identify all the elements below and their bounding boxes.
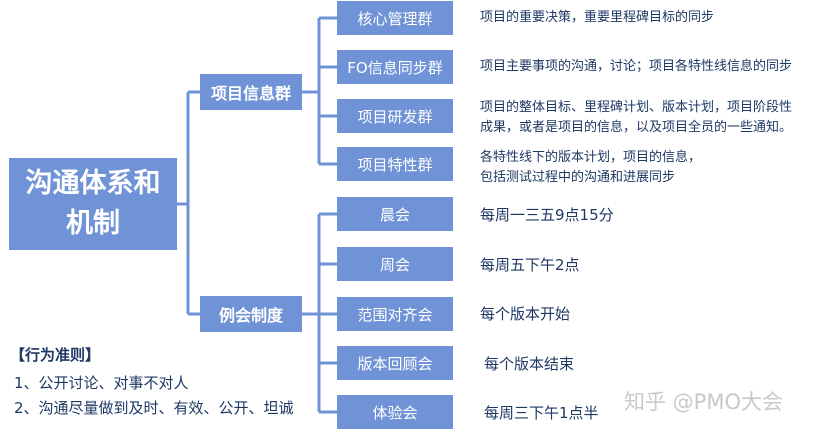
leaf-node-rd-group: 项目研发群 xyxy=(337,99,453,133)
leaf-node-feature-group: 项目特性群 xyxy=(337,147,453,181)
leaf-node-experience-meeting: 体验会 xyxy=(337,395,453,429)
rules-title: 【行为准则】 xyxy=(10,346,101,364)
leaf-node-core-management: 核心管理群 xyxy=(337,1,453,35)
root-connector xyxy=(177,90,200,316)
root-node: 沟通体系和 机制 xyxy=(9,158,177,250)
group-node-project-info: 项目信息群 xyxy=(200,74,302,110)
desc-morning-meeting: 每周一三五9点15分 xyxy=(480,206,614,224)
desc-fo-sync: 项目主要事项的沟通，讨论；项目各特性线信息的同步 xyxy=(480,59,793,74)
desc-weekly-meeting: 每周五下午2点 xyxy=(480,256,580,274)
desc-rd-group: 项目的整体目标、里程碑计划、版本计划，项目阶段性 成果，或者是项目的信息，以及项… xyxy=(480,100,793,135)
leaf-node-scope-alignment: 范围对齐会 xyxy=(337,297,453,331)
group-node-meetings: 例会制度 xyxy=(200,296,302,332)
group-2-connector xyxy=(302,212,337,414)
desc-feature-group: 各特性线下的版本计划，项目的信息， 包括测试过程中的沟通和进展同步 xyxy=(480,150,702,185)
root-title-line-2: 机制 xyxy=(66,208,120,239)
rule-item-2: 2、沟通尽量做到及时、有效、公开、坦诚 xyxy=(14,399,294,417)
leaf-node-version-review: 版本回顾会 xyxy=(337,346,453,380)
leaf-node-fo-sync: FO信息同步群 xyxy=(337,50,453,84)
leaf-node-weekly-meeting: 周会 xyxy=(337,247,453,281)
desc-experience-meeting: 每周三下午1点半 xyxy=(484,404,599,422)
desc-version-review: 每个版本结束 xyxy=(484,355,575,373)
group-1-connector xyxy=(302,16,337,166)
leaf-node-morning-meeting: 晨会 xyxy=(337,197,453,231)
watermark: 知乎 @PMO大会 xyxy=(624,390,783,414)
root-title-line-1: 沟通体系和 xyxy=(25,168,161,199)
desc-scope-alignment: 每个版本开始 xyxy=(480,305,571,323)
desc-core-management: 项目的重要决策，重要里程碑目标的同步 xyxy=(480,10,715,25)
rule-item-1: 1、公开讨论、对事不对人 xyxy=(14,374,189,392)
